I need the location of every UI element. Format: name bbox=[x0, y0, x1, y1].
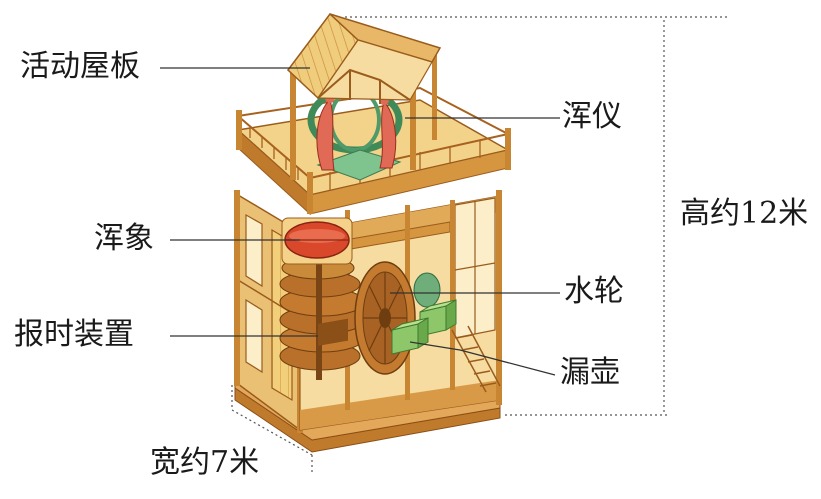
leader-water-clock bbox=[409, 341, 556, 376]
celestial-globe-illustration bbox=[281, 217, 353, 265]
label-water-clock: 漏壶 bbox=[560, 355, 620, 390]
top-platform bbox=[236, 86, 511, 216]
width-dimension-lines bbox=[231, 385, 313, 475]
label-time-signal-device: 报时装置 bbox=[14, 317, 134, 352]
leader-lines bbox=[160, 67, 560, 376]
height-dimension-lines bbox=[345, 16, 728, 416]
label-celestial-globe: 浑象 bbox=[94, 221, 154, 256]
time-signal-device-wheels bbox=[279, 250, 365, 380]
label-armillary-sphere: 浑仪 bbox=[562, 99, 622, 134]
movable-roof-illustration bbox=[286, 12, 442, 180]
armillary-sphere-illustration bbox=[307, 86, 403, 181]
water-clock-illustration bbox=[391, 299, 501, 393]
label-water-wheel: 水轮 bbox=[564, 274, 624, 309]
label-width: 宽约7米 bbox=[150, 445, 260, 480]
label-height: 高约12米 bbox=[680, 196, 809, 231]
label-movable-roof: 活动屋板 bbox=[20, 49, 140, 84]
